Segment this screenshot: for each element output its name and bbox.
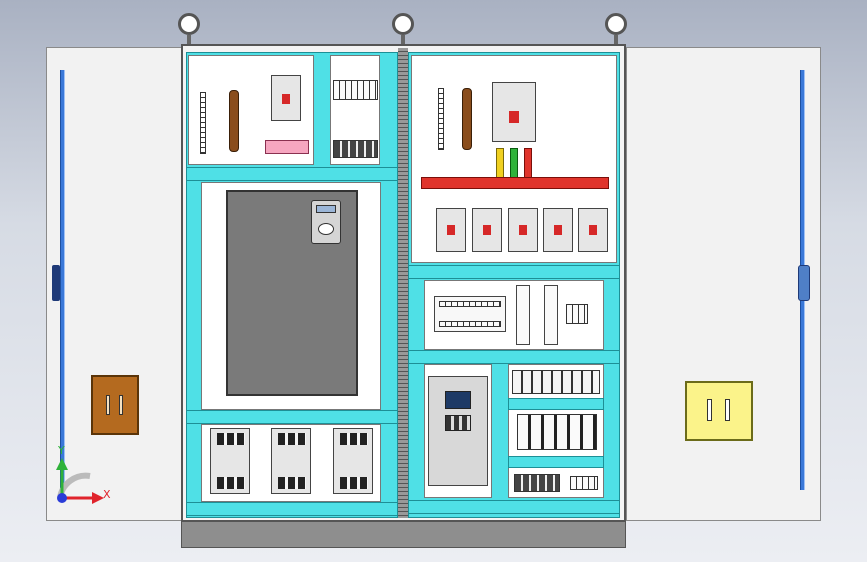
cabinet-plinth <box>181 520 626 548</box>
left-rail-2 <box>186 410 398 424</box>
axis-label-y: Y <box>58 444 65 457</box>
right-rail-1 <box>408 265 620 279</box>
main-breaker-left[interactable] <box>271 75 301 121</box>
contactor-3[interactable] <box>333 428 373 494</box>
right-inner-rail-2 <box>508 456 604 468</box>
branch-breaker-2[interactable] <box>472 208 502 252</box>
power-supply-2[interactable] <box>544 285 558 345</box>
pink-terminal-block <box>265 140 309 154</box>
left-door[interactable] <box>46 47 182 521</box>
left-door-rod <box>60 70 65 490</box>
small-relay-block <box>566 304 588 324</box>
relay-row-2 <box>517 414 597 450</box>
ground-bar-right <box>438 88 444 150</box>
contactor-1[interactable] <box>210 428 250 494</box>
copper-busbar <box>229 90 239 152</box>
small-vfd-display-icon <box>445 391 471 409</box>
right-socket-icon <box>685 381 753 441</box>
contactor-2[interactable] <box>271 428 311 494</box>
phase-l1-bar <box>496 148 504 178</box>
coordinate-triad-icon <box>56 458 104 504</box>
phase-l3-bar <box>524 148 532 178</box>
lifting-eye-stem <box>614 35 618 45</box>
lifting-eye-stem <box>401 35 405 45</box>
main-breaker-right[interactable] <box>492 82 536 142</box>
branch-breaker-1[interactable] <box>436 208 466 252</box>
top-terminal-strip-left <box>333 80 378 100</box>
lifting-eye-icon <box>178 13 200 35</box>
red-distribution-busbar <box>421 177 609 189</box>
lifting-eye-stem <box>187 35 191 45</box>
center-divider <box>398 48 408 518</box>
left-rail-3 <box>186 502 398 516</box>
ground-bar <box>200 92 206 154</box>
right-rail-3 <box>408 500 620 514</box>
branch-breaker-3[interactable] <box>508 208 538 252</box>
relay-strip-left <box>333 140 378 158</box>
relay-row-1 <box>512 370 600 394</box>
plc-unit[interactable] <box>434 296 506 332</box>
vfd-keypad-icon[interactable] <box>311 200 341 244</box>
branch-breaker-4[interactable] <box>543 208 573 252</box>
power-supply-1[interactable] <box>516 285 530 345</box>
terminal-row-bottom-2 <box>570 476 598 490</box>
right-door[interactable] <box>626 47 821 521</box>
right-inner-rail-1 <box>508 398 604 410</box>
terminal-row-bottom-1 <box>514 474 560 492</box>
phase-l2-bar <box>510 148 518 178</box>
axis-label-x: X <box>103 488 111 501</box>
lifting-eye-icon <box>605 13 627 35</box>
copper-busbar-right <box>462 88 472 150</box>
left-door-latch[interactable] <box>52 265 60 301</box>
right-door-latch[interactable] <box>798 265 810 301</box>
small-vfd-drive[interactable] <box>428 376 488 486</box>
small-vfd-buttons-icon[interactable] <box>445 415 471 431</box>
left-rail-1 <box>186 167 398 181</box>
lifting-eye-icon <box>392 13 414 35</box>
branch-breaker-5[interactable] <box>578 208 608 252</box>
right-rail-2 <box>408 350 620 364</box>
left-socket-icon <box>91 375 139 435</box>
